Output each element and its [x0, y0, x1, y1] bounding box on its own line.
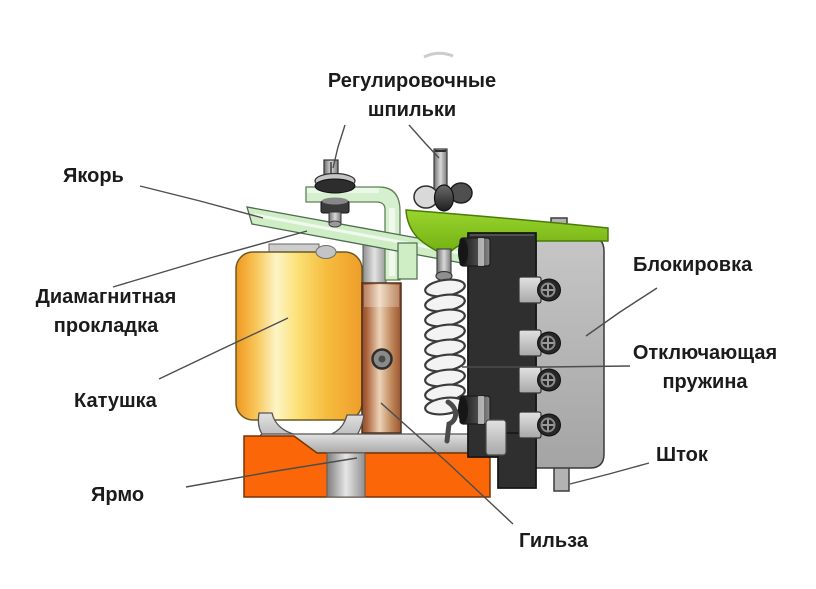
bracket-riser-shape	[485, 419, 507, 456]
spring-bottom-hook	[444, 399, 459, 444]
leader-line-stud-right	[408, 124, 440, 159]
terminal-bolt-1	[518, 276, 561, 304]
adjusting-stud-right	[413, 148, 473, 212]
leader-line-blocking	[585, 287, 658, 337]
label-adjusting-studs: Регулировочные шпильки	[327, 70, 497, 121]
spring-coils	[424, 278, 466, 416]
contact-block-shape	[458, 232, 561, 489]
leader-lines	[112, 124, 658, 525]
sleeve-shape	[361, 282, 402, 434]
release-spring-shape	[424, 248, 466, 444]
armature-shape	[246, 206, 468, 280]
terminal-bolt-4	[518, 411, 561, 439]
label-blocking: Блокировка	[633, 254, 753, 276]
coil-shape	[235, 243, 363, 421]
label-rod: Шток	[656, 444, 708, 466]
label-coil: Катушка	[74, 390, 157, 412]
terminal-bolt-3	[518, 366, 561, 394]
label-release-spring: Отключающая пружина	[632, 342, 778, 393]
leader-line-sleeve	[380, 402, 514, 525]
side-bolt-top	[458, 237, 491, 267]
diamagnetic-pad-shape	[315, 245, 337, 259]
leader-line-diamagnetic-pad	[112, 230, 308, 288]
leader-line-armature	[139, 185, 264, 219]
terminal-bolt-2	[518, 329, 561, 357]
faint-smudge	[423, 51, 454, 59]
adjusting-stud-left	[314, 159, 356, 228]
label-yoke: Ярмо	[91, 484, 145, 506]
label-armature: Якорь	[63, 165, 124, 187]
leader-line-yoke	[185, 457, 358, 488]
wing-nut-hub	[433, 184, 455, 212]
leader-line-spring	[462, 365, 631, 368]
side-bolt-bottom	[458, 395, 491, 425]
label-sleeve: Гильза	[519, 530, 588, 552]
leader-line-coil	[158, 317, 289, 380]
label-diamagnetic-pad: Диамагнитная прокладка	[35, 286, 177, 337]
rod-pin-bottom	[553, 464, 570, 492]
leader-line-rod	[569, 462, 650, 485]
leader-line-stud-left	[332, 124, 346, 169]
